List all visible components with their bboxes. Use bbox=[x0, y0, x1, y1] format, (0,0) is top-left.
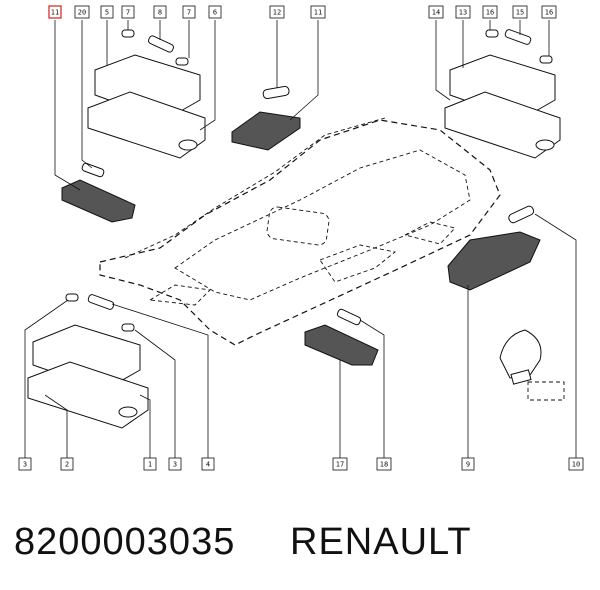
brand-name: RENAULT bbox=[290, 521, 472, 563]
callout-13: 13 bbox=[455, 5, 471, 19]
callout-3b: 3 bbox=[168, 457, 182, 471]
svg-text:2: 2 bbox=[65, 461, 69, 469]
bulb-8 bbox=[148, 35, 174, 53]
svg-text:17: 17 bbox=[336, 461, 344, 469]
svg-text:5: 5 bbox=[105, 9, 109, 17]
lamp-11 bbox=[231, 111, 301, 151]
svg-text:11: 11 bbox=[51, 9, 59, 17]
svg-text:4: 4 bbox=[206, 461, 210, 469]
roof-outline bbox=[99, 117, 501, 346]
svg-text:12: 12 bbox=[273, 9, 281, 17]
leader-lines bbox=[24, 20, 577, 458]
callout-17: 17 bbox=[332, 457, 348, 471]
callout-6: 6 bbox=[208, 5, 222, 19]
svg-text:16: 16 bbox=[545, 9, 553, 17]
part-number: 8200003035 bbox=[14, 521, 236, 563]
callout-18: 18 bbox=[376, 457, 392, 471]
svg-text:13: 13 bbox=[459, 9, 467, 17]
callout-4: 4 bbox=[201, 457, 215, 471]
bulb-12 bbox=[262, 85, 290, 100]
svg-text:20: 20 bbox=[78, 9, 86, 17]
callout-9: 9 bbox=[461, 457, 475, 471]
svg-text:7: 7 bbox=[187, 9, 191, 17]
bulb-7a bbox=[121, 29, 135, 38]
callouts: 11 20 5 7 8 7 6 12 11 14 13 16 15 16 3 2… bbox=[18, 5, 584, 471]
callout-15: 15 bbox=[512, 5, 528, 19]
bulb-10 bbox=[508, 205, 535, 224]
bulb-3a bbox=[65, 293, 79, 302]
callout-7b: 7 bbox=[182, 5, 196, 19]
svg-text:16: 16 bbox=[486, 9, 494, 17]
svg-text:8: 8 bbox=[158, 9, 162, 17]
overhead-console-front bbox=[87, 54, 206, 159]
parts-diagram: 11 20 5 7 8 7 6 12 11 14 13 16 15 16 3 2… bbox=[18, 5, 584, 471]
lamp-17 bbox=[304, 324, 379, 366]
callout-12: 12 bbox=[269, 5, 285, 19]
svg-text:9: 9 bbox=[466, 461, 470, 469]
svg-text:15: 15 bbox=[516, 9, 524, 17]
bulb-4 bbox=[87, 294, 115, 310]
callout-20: 20 bbox=[74, 5, 90, 19]
bulb-3b bbox=[121, 323, 135, 332]
svg-text:7: 7 bbox=[126, 9, 130, 17]
svg-text:11: 11 bbox=[314, 9, 322, 17]
svg-text:3: 3 bbox=[173, 461, 177, 469]
caption-bar: 8200003035 RENAULT bbox=[0, 512, 600, 572]
svg-text:1: 1 bbox=[148, 461, 152, 469]
bulb-20 bbox=[81, 162, 105, 178]
svg-text:3: 3 bbox=[23, 461, 27, 469]
svg-text:18: 18 bbox=[380, 461, 388, 469]
bulb-7b bbox=[175, 57, 189, 66]
callout-8: 8 bbox=[153, 5, 167, 19]
callout-7: 7 bbox=[121, 5, 135, 19]
bulb-16b bbox=[539, 55, 553, 64]
callout-3: 3 bbox=[18, 457, 32, 471]
svg-text:10: 10 bbox=[572, 461, 580, 469]
lamp-9 bbox=[447, 231, 541, 291]
bulb-15 bbox=[504, 29, 532, 45]
overhead-console-side bbox=[27, 324, 149, 429]
bulb-18 bbox=[336, 308, 362, 326]
callout-11: 11 bbox=[310, 5, 326, 19]
lamp-11-left bbox=[61, 179, 136, 223]
callout-5: 5 bbox=[100, 5, 114, 19]
overhead-console-rear bbox=[444, 54, 561, 159]
svg-text:6: 6 bbox=[213, 9, 217, 17]
bulb-detail bbox=[499, 329, 565, 401]
bulb-16a bbox=[485, 29, 499, 38]
svg-text:14: 14 bbox=[432, 9, 440, 17]
callout-1: 1 bbox=[143, 457, 157, 471]
callout-16b: 16 bbox=[541, 5, 557, 19]
callout-16: 16 bbox=[482, 5, 498, 19]
callout-11-highlight: 11 bbox=[48, 5, 62, 19]
callout-14: 14 bbox=[428, 5, 444, 19]
callout-10: 10 bbox=[568, 457, 584, 471]
callout-2: 2 bbox=[60, 457, 74, 471]
